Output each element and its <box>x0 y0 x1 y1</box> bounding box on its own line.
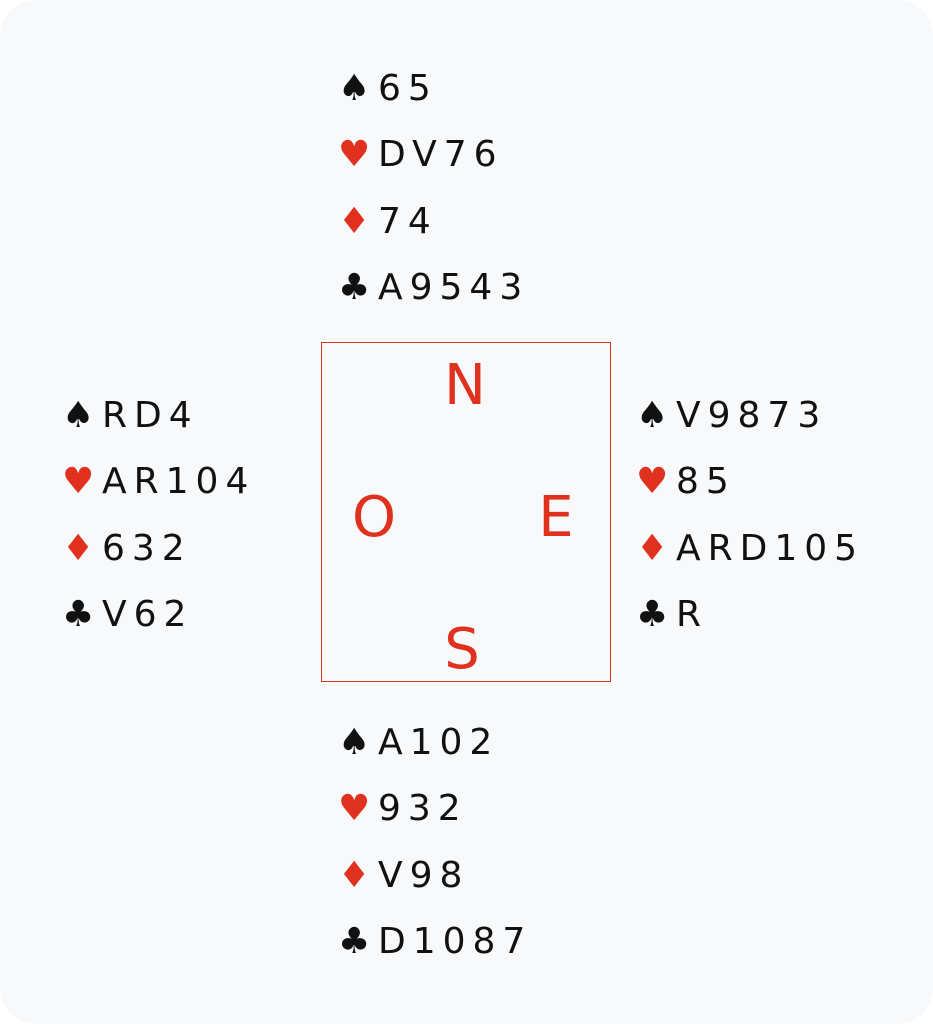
suit-row-clubs: ♣A9543 <box>338 255 529 322</box>
suit-row-hearts: ♥DV76 <box>338 122 529 189</box>
suit-row-clubs: ♣D1087 <box>338 909 532 976</box>
compass-north: N <box>444 353 486 418</box>
cards: A102 <box>378 721 500 763</box>
club-icon: ♣ <box>636 594 669 636</box>
hand-west: ♠RD4♥AR104♦632♣V62 <box>62 382 255 648</box>
cards: 85 <box>676 461 736 503</box>
diamond-icon: ♦ <box>62 527 95 569</box>
cards: 65 <box>378 67 438 109</box>
suit-row-spades: ♠A102 <box>338 709 532 776</box>
suit-row-spades: ♠V9873 <box>636 382 864 449</box>
heart-icon: ♥ <box>338 134 371 176</box>
compass-east: E <box>538 485 574 550</box>
club-icon: ♣ <box>338 921 371 963</box>
compass-west: O <box>351 485 397 550</box>
compass-box <box>321 342 611 682</box>
diamond-icon: ♦ <box>636 527 669 569</box>
suit-row-diamonds: ♦V98 <box>338 842 532 909</box>
club-icon: ♣ <box>338 267 371 309</box>
cards: V62 <box>102 594 194 636</box>
spade-icon: ♠ <box>636 394 669 436</box>
suit-row-hearts: ♥85 <box>636 449 864 516</box>
cards: V98 <box>378 854 470 896</box>
suit-row-clubs: ♣V62 <box>62 582 255 649</box>
compass-south: S <box>444 617 480 682</box>
club-icon: ♣ <box>62 594 95 636</box>
diamond-icon: ♦ <box>338 854 371 896</box>
hand-east: ♠V9873♥85♦ARD105♣R <box>636 382 864 648</box>
heart-icon: ♥ <box>62 461 95 503</box>
suit-row-diamonds: ♦74 <box>338 188 529 255</box>
cards: AR104 <box>102 461 256 503</box>
suit-row-spades: ♠65 <box>338 55 529 122</box>
hand-south: ♠A102♥932♦V98♣D1087 <box>338 709 532 975</box>
cards: ARD105 <box>676 527 865 569</box>
cards: R <box>676 594 709 636</box>
cards: RD4 <box>102 394 199 436</box>
cards: DV76 <box>378 134 504 176</box>
cards: 74 <box>378 200 438 242</box>
cards: 932 <box>378 788 468 830</box>
suit-row-hearts: ♥AR104 <box>62 449 255 516</box>
cards: 632 <box>102 527 192 569</box>
spade-icon: ♠ <box>338 67 371 109</box>
diamond-icon: ♦ <box>338 200 371 242</box>
cards: A9543 <box>378 267 530 309</box>
spade-icon: ♠ <box>338 721 371 763</box>
suit-row-diamonds: ♦ARD105 <box>636 515 864 582</box>
hand-north: ♠65♥DV76♦74♣A9543 <box>338 55 529 321</box>
suit-row-clubs: ♣R <box>636 582 864 649</box>
suit-row-hearts: ♥932 <box>338 776 532 843</box>
heart-icon: ♥ <box>338 788 371 830</box>
suit-row-diamonds: ♦632 <box>62 515 255 582</box>
cards: D1087 <box>378 921 533 963</box>
suit-row-spades: ♠RD4 <box>62 382 255 449</box>
cards: V9873 <box>676 394 828 436</box>
heart-icon: ♥ <box>636 461 669 503</box>
spade-icon: ♠ <box>62 394 95 436</box>
